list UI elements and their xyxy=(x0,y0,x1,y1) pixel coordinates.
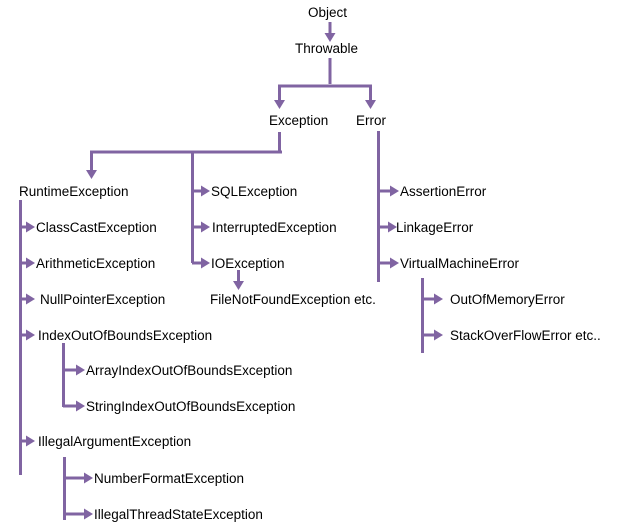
node-throwable: Throwable xyxy=(295,41,358,56)
arrowhead-illegal-thread-state xyxy=(84,508,93,520)
arrowhead-out-of-memory xyxy=(434,293,443,305)
arrowhead-arithmetic xyxy=(26,257,35,269)
arrowhead-io-exception xyxy=(201,257,210,269)
node-exception: Exception xyxy=(269,113,328,128)
node-class-cast-exception: ClassCastException xyxy=(36,220,157,235)
arrowhead-file-not-found xyxy=(233,281,244,290)
node-arithmetic-exception: ArithmeticException xyxy=(36,256,155,271)
node-assertion-error: AssertionError xyxy=(400,184,487,199)
arrowheads xyxy=(26,33,443,520)
node-virtual-machine-error: VirtualMachineError xyxy=(400,256,520,271)
node-interrupted-exception: InterruptedException xyxy=(212,220,337,235)
node-out-of-memory-error: OutOfMemoryError xyxy=(450,292,565,307)
node-illegal-thread-state-exception: IllegalThreadStateException xyxy=(94,507,263,522)
arrowhead-number-format xyxy=(84,472,93,484)
arrowhead-null-pointer xyxy=(26,293,35,305)
arrowhead-runtime-exception xyxy=(86,170,97,179)
node-error: Error xyxy=(356,113,387,128)
arrowhead-linkage-error xyxy=(388,221,397,233)
node-stack-overflow-error: StackOverFlowError etc.. xyxy=(450,328,601,343)
arrowhead-index-out-of-bounds xyxy=(26,329,35,341)
node-index-out-of-bounds-exception: IndexOutOfBoundsException xyxy=(38,328,212,343)
node-file-not-found-exception: FileNotFoundException etc. xyxy=(210,292,376,307)
node-null-pointer-exception: NullPointerException xyxy=(40,292,165,307)
arrowhead-stack-overflow xyxy=(434,329,443,341)
arrowhead-assertion-error xyxy=(390,185,399,197)
arrowhead-array-index xyxy=(76,364,85,376)
node-runtime-exception: RuntimeException xyxy=(19,184,129,199)
arrowhead-class-cast xyxy=(26,221,35,233)
node-illegal-argument-exception: IllegalArgumentException xyxy=(38,434,191,449)
arrowhead-error xyxy=(365,100,376,109)
arrowhead-interrupted-exception xyxy=(201,221,210,233)
node-number-format-exception: NumberFormatException xyxy=(94,471,244,486)
node-labels: Object Throwable Exception Error Runtime… xyxy=(19,5,601,522)
node-string-index-out-of-bounds-exception: StringIndexOutOfBoundsException xyxy=(86,399,295,414)
node-io-exception: IOException xyxy=(211,256,285,271)
arrowhead-string-index xyxy=(76,400,85,412)
arrowhead-sql-exception xyxy=(201,185,210,197)
connector-lines xyxy=(19,22,434,520)
node-sql-exception: SQLException xyxy=(211,184,297,199)
node-object: Object xyxy=(308,5,347,20)
arrowhead-virtual-machine-error xyxy=(390,257,399,269)
node-linkage-error: LinkageError xyxy=(396,220,474,235)
arrowhead-exception xyxy=(274,100,285,109)
node-array-index-out-of-bounds-exception: ArrayIndexOutOfBoundsException xyxy=(86,363,292,378)
arrowhead-illegal-argument xyxy=(26,435,35,447)
arrowhead-throwable xyxy=(324,33,336,42)
